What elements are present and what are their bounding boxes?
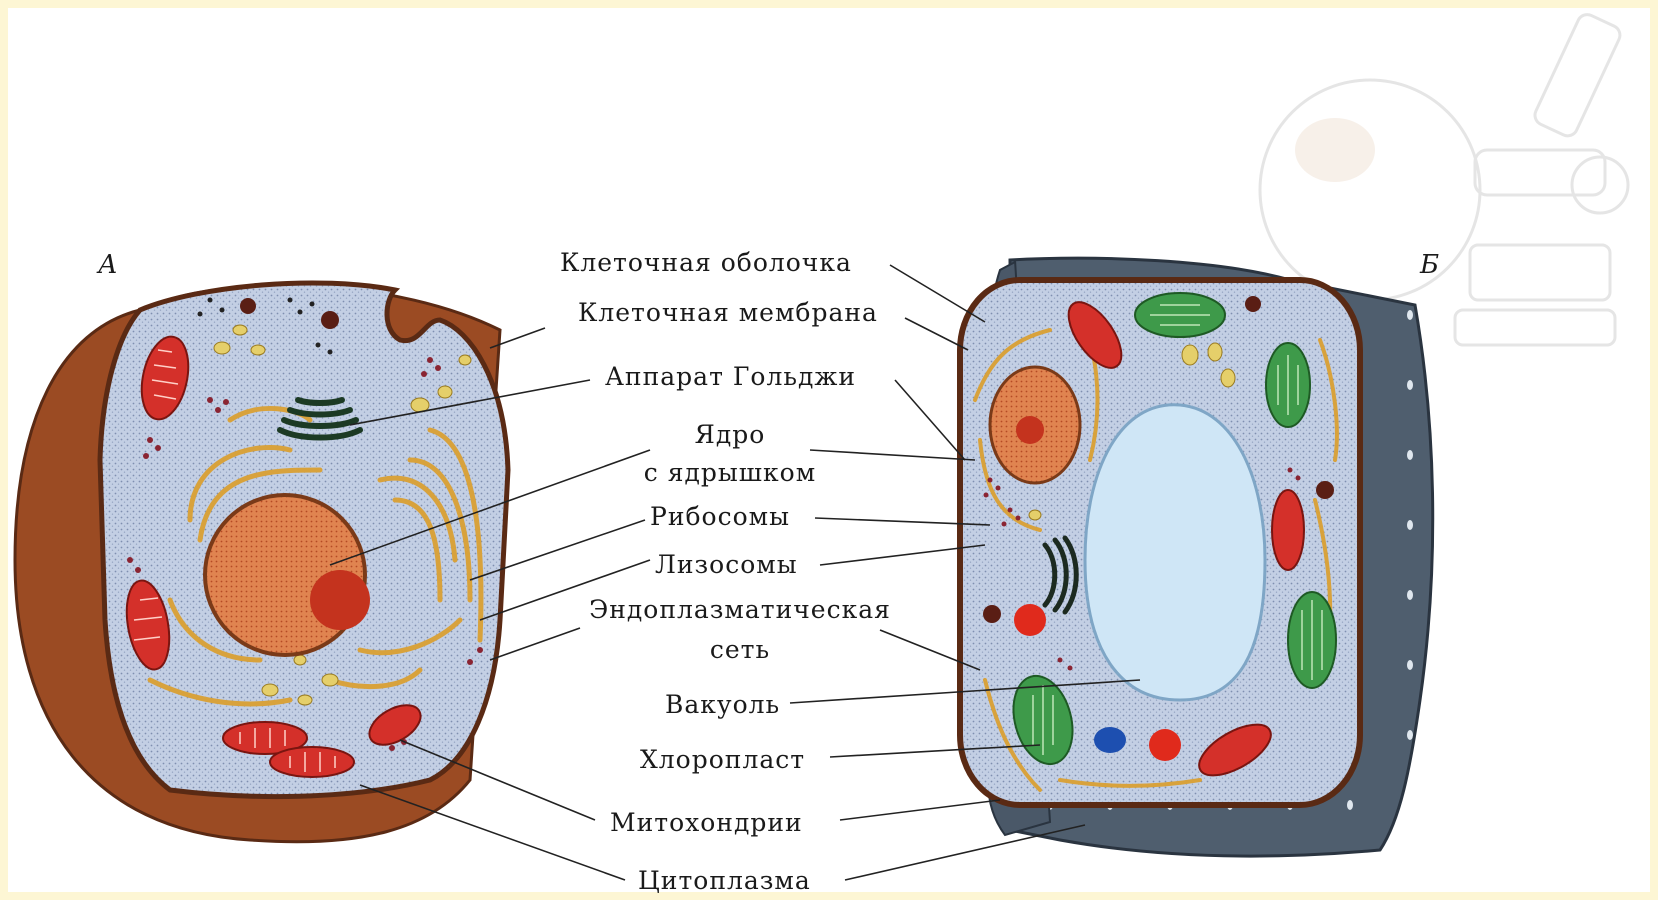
plant-cell-tag: Б bbox=[1420, 250, 1439, 280]
animal-lysosome-1 bbox=[240, 298, 256, 314]
plant-red-vesicle-2 bbox=[1149, 729, 1181, 761]
plant-lysosome-2 bbox=[1316, 481, 1334, 499]
animal-lysosome-2 bbox=[321, 311, 339, 329]
plant-lysosome-1 bbox=[1245, 296, 1261, 312]
label-chloroplast: Хлоропласт bbox=[640, 745, 805, 775]
animal-cell-tag: А bbox=[98, 250, 118, 280]
label-cell-membrane: Клеточная мембрана bbox=[578, 298, 878, 328]
animal-cell bbox=[15, 283, 508, 842]
plant-blue-vesicle bbox=[1094, 727, 1126, 753]
label-nucleus-line1: Ядро bbox=[640, 420, 820, 450]
plant-cell bbox=[960, 258, 1433, 856]
label-lysosomes: Лизосомы bbox=[655, 550, 798, 580]
label-cytoplasm: Цитоплазма bbox=[638, 866, 811, 896]
animal-nucleolus bbox=[310, 570, 370, 630]
plant-lysosome-3 bbox=[983, 605, 1001, 623]
plant-nucleolus bbox=[1016, 416, 1044, 444]
label-cell-wall: Клеточная оболочка bbox=[560, 248, 852, 278]
label-er-line1: Эндоплазматическая bbox=[575, 595, 905, 625]
label-nucleus-line2: с ядрышком bbox=[620, 458, 840, 488]
label-ribosomes: Рибосомы bbox=[650, 502, 790, 532]
plant-vacuole bbox=[1085, 405, 1265, 700]
label-golgi: Аппарат Гольджи bbox=[605, 362, 856, 392]
plant-red-vesicle-1 bbox=[1014, 604, 1046, 636]
label-er-line2: сеть bbox=[620, 635, 860, 665]
label-vacuole: Вакуоль bbox=[665, 690, 780, 720]
label-mitochondria: Митохондрии bbox=[610, 808, 803, 838]
